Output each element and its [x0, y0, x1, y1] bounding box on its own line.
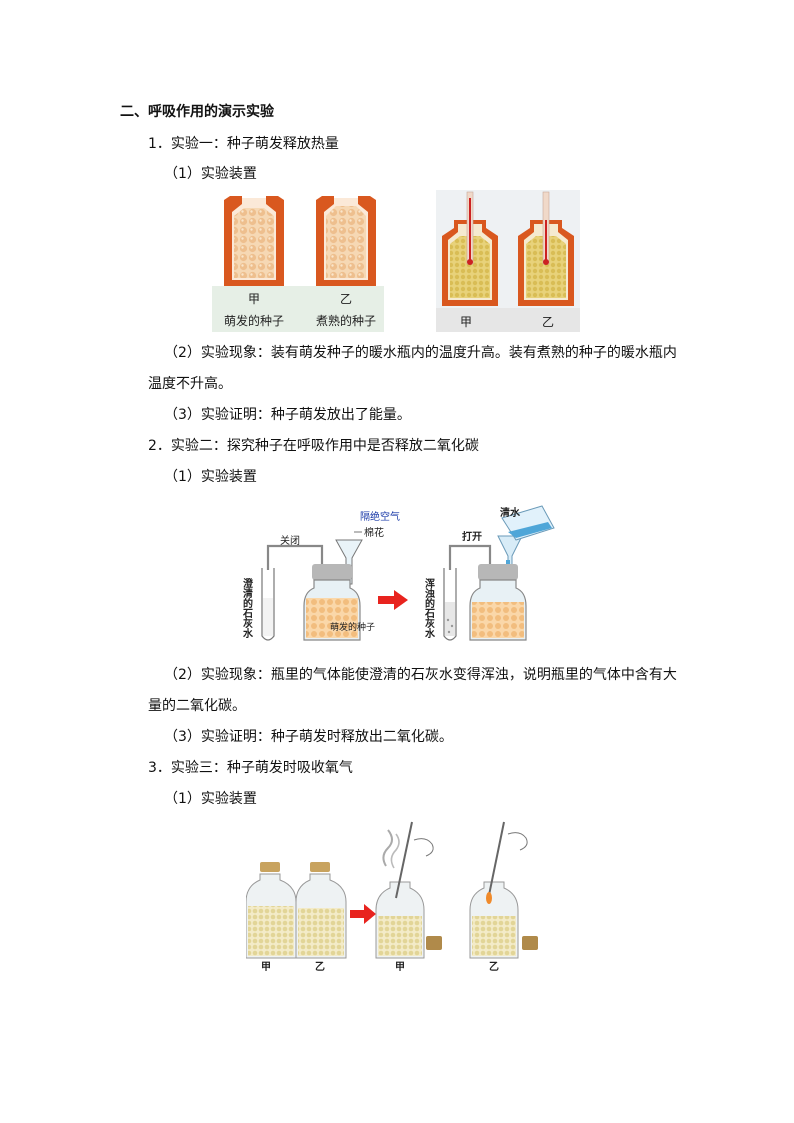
thermo-label-a: 甲: [460, 315, 472, 329]
oxygen-figure: 甲 乙 甲 乙: [246, 821, 538, 973]
label-turbid-limewater: 浑浊的石灰水: [423, 577, 436, 639]
exp2-phenomenon-line1: （2）实验现象：瓶里的气体能使澄清的石灰水变得浑浊，说明瓶里的气体中含有大: [164, 667, 677, 683]
apparatus-right: [443, 505, 555, 641]
flask-a: [224, 196, 284, 286]
exp1-conclusion: （3）实验证明：种子萌发放出了能量。: [164, 407, 411, 423]
flask-b: [316, 196, 376, 286]
flask-label-a: 甲: [248, 292, 260, 306]
flask-thermo-a: [442, 191, 498, 306]
exp2-title: 2．实验二：探究种子在呼吸作用中是否释放二氧化碳: [148, 438, 479, 454]
red-arrow: [378, 590, 408, 610]
apparatus-left: [261, 539, 363, 641]
red-arrow-2: [350, 904, 376, 924]
exp3-setup-label: （1）实验装置: [164, 791, 257, 807]
jar-2: [295, 862, 347, 959]
flask-caption-b: 煮熟的种子: [316, 313, 376, 328]
jar-label-4: 乙: [489, 961, 499, 973]
label-closed: 关闭: [280, 534, 300, 547]
flask-thermo-b: [518, 191, 574, 306]
thermometer-figure: 甲 乙: [436, 190, 580, 332]
exp1-phenomenon-line2: 温度不升高。: [148, 376, 232, 392]
exp3-title: 3．实验三：种子萌发时吸收氧气: [148, 760, 353, 776]
exp2-phenomenon-line2: 量的二氧化碳。: [148, 698, 246, 714]
section-title: 二、呼吸作用的演示实验: [120, 104, 274, 120]
jar-1: [246, 862, 297, 959]
co2-apparatus-figure: 关闭 隔绝空气 棉花 萌发的种子 澄清的石灰水 清水 打开 浑浊的石灰水: [241, 505, 555, 641]
jar-label-2: 乙: [315, 961, 325, 973]
flask-label-b: 乙: [340, 292, 352, 306]
exp2-conclusion: （3）实验证明：种子萌发时释放出二氧化碳。: [164, 729, 453, 745]
jar-3: [375, 821, 442, 959]
label-water: 清水: [500, 506, 521, 519]
flask-caption-a: 萌发的种子: [224, 313, 284, 328]
exp1-title: 1．实验一：种子萌发释放热量: [148, 136, 339, 152]
label-open: 打开: [462, 530, 482, 543]
label-clear-limewater: 澄清的石灰水: [241, 577, 254, 639]
exp2-setup-label: （1）实验装置: [164, 469, 257, 485]
jar-4: [469, 821, 538, 959]
label-isolate-air: 隔绝空气: [360, 510, 400, 523]
exp1-setup-label: （1）实验装置: [164, 166, 257, 182]
thermo-label-b: 乙: [542, 315, 554, 329]
jar-label-3: 甲: [395, 961, 405, 973]
jar-label-1: 甲: [261, 961, 271, 973]
thermos-figure: 甲 乙 萌发的种子 煮熟的种子: [212, 196, 384, 332]
exp1-phenomenon-line1: （2）实验现象：装有萌发种子的暖水瓶内的温度升高。装有煮熟的种子的暖水瓶内: [164, 345, 677, 361]
label-cotton: 棉花: [364, 526, 384, 539]
label-germinating-seeds: 萌发的种子: [330, 621, 375, 633]
